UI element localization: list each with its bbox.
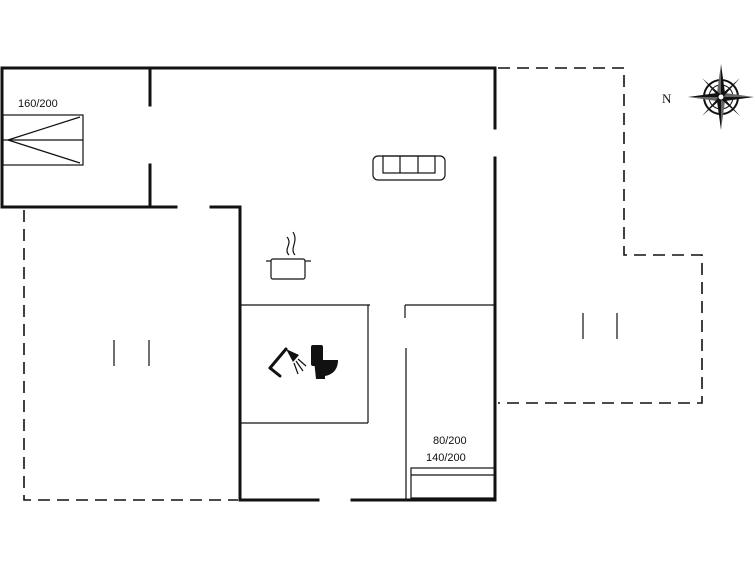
window-marks-left: [113, 340, 150, 366]
window-marks-right: [582, 313, 618, 339]
bed-label-140-200: 140/200: [426, 452, 466, 464]
terrace-right-outline: [498, 67, 703, 404]
compass-north-label: N: [662, 91, 672, 106]
bed-label-80-200: 80/200: [433, 435, 467, 447]
single-bed-icon: [410, 467, 496, 499]
exterior-walls: [0, 66, 497, 502]
cooking-pot-icon: [266, 231, 311, 280]
bed-label-160-200: 160/200: [18, 98, 58, 110]
double-bed-icon: [2, 114, 84, 166]
toilet-icon: [311, 345, 338, 379]
interior-walls: [148, 68, 495, 500]
shower-icon: [268, 347, 307, 378]
compass-rose-icon: [688, 64, 754, 130]
sofa-icon: [372, 155, 446, 181]
terrace-left-outline: [23, 210, 238, 501]
